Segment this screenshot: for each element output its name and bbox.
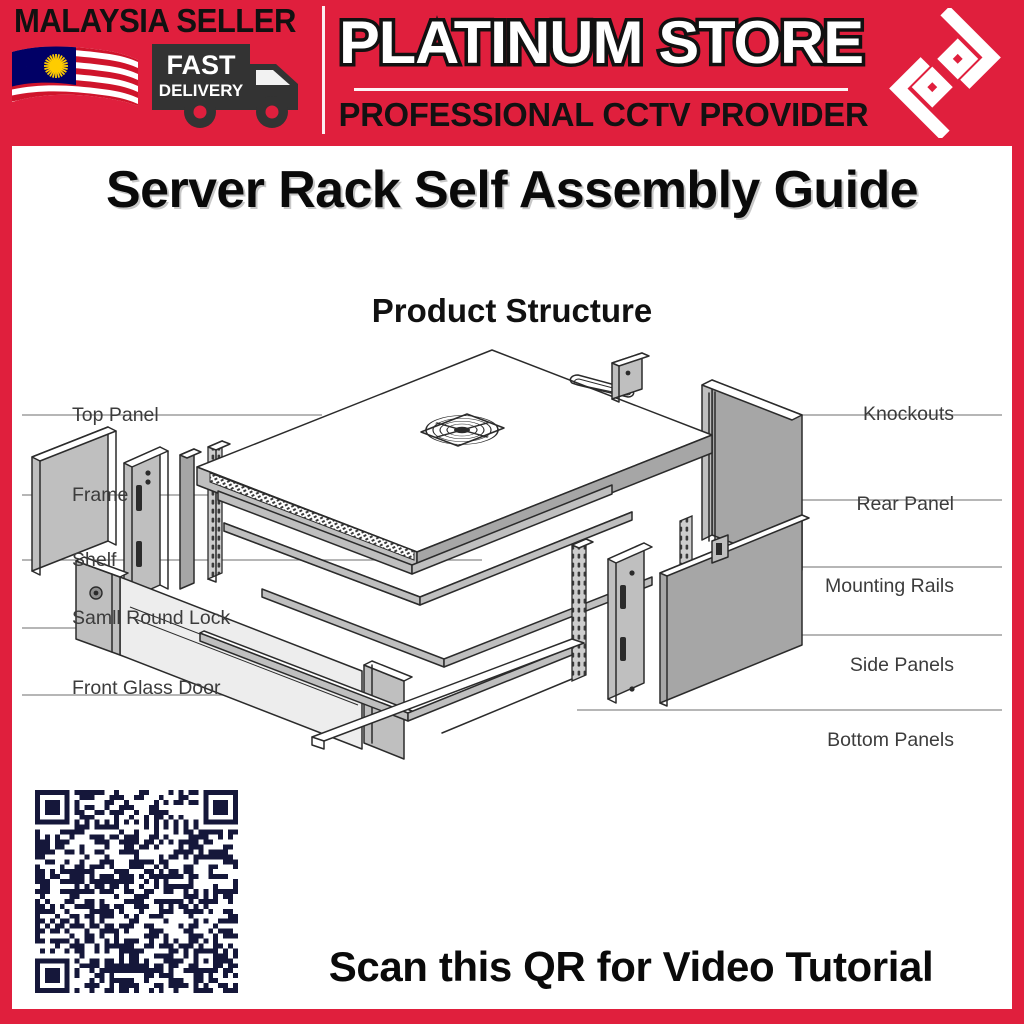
- rear-panel-part: [701, 379, 803, 571]
- delivery-truck-icon: FAST DELIVERY: [148, 38, 308, 130]
- malaysia-seller-label: MALAYSIA SELLER: [14, 2, 296, 39]
- store-tagline: PROFESSIONAL CCTV PROVIDER: [338, 96, 869, 133]
- label-side-panels: Side Panels: [849, 654, 954, 676]
- store-identity-group: PLATINUM STORE PROFESSIONAL CCTV PROVIDE…: [335, 0, 869, 146]
- seller-badge-group: MALAYSIA SELLER: [0, 0, 325, 146]
- page-title: Server Rack Self Assembly Guide: [106, 161, 918, 219]
- border-bottom: [0, 1009, 1024, 1024]
- left-side-panel-part: [31, 426, 117, 576]
- store-name: PLATINUM STORE: [335, 8, 867, 77]
- qr-code-icon[interactable]: [29, 784, 244, 999]
- shelf-part: [223, 511, 633, 606]
- scan-qr-cta: Scan this QR for Video Tutorial: [328, 943, 934, 990]
- server-rack-exploded-diagram: .ln{fill:none;stroke:#2b2b2b;stroke-widt…: [12, 345, 1012, 775]
- header-banner: MALAYSIA SELLER: [0, 0, 1024, 146]
- label-small-round-lock: Samll Round Lock: [72, 607, 231, 629]
- border-left: [0, 146, 12, 1024]
- section-title: Product Structure: [371, 292, 653, 329]
- cooling-fan-icon: [420, 413, 505, 447]
- label-bottom-panels: Bottom Panels: [827, 729, 954, 751]
- banner-divider: [322, 6, 325, 134]
- bottom-panel-right: [659, 514, 810, 707]
- label-shelf: Shelf: [72, 549, 117, 571]
- delivery-delivery-text: DELIVERY: [159, 81, 244, 100]
- small-round-lock-icon: [89, 586, 103, 600]
- platinum-diamond-logo-icon: [880, 6, 1010, 140]
- bottom-front-rails: [199, 630, 585, 750]
- delivery-fast-text: FAST: [166, 50, 236, 80]
- store-name-underline: [354, 88, 848, 91]
- label-rear-panel: Rear Panel: [856, 493, 954, 515]
- cross-braces: [217, 484, 653, 668]
- border-right: [1012, 146, 1024, 1024]
- label-frame: Frame: [72, 484, 129, 506]
- malaysia-flag-icon: [10, 44, 140, 124]
- label-front-glass-door: Front Glass Door: [72, 677, 221, 699]
- label-mounting-rails: Mounting Rails: [825, 575, 954, 597]
- frame-uprights-left: [123, 446, 202, 606]
- label-top-panel: Top Panel: [72, 404, 159, 426]
- label-knockouts: Knockouts: [862, 403, 954, 425]
